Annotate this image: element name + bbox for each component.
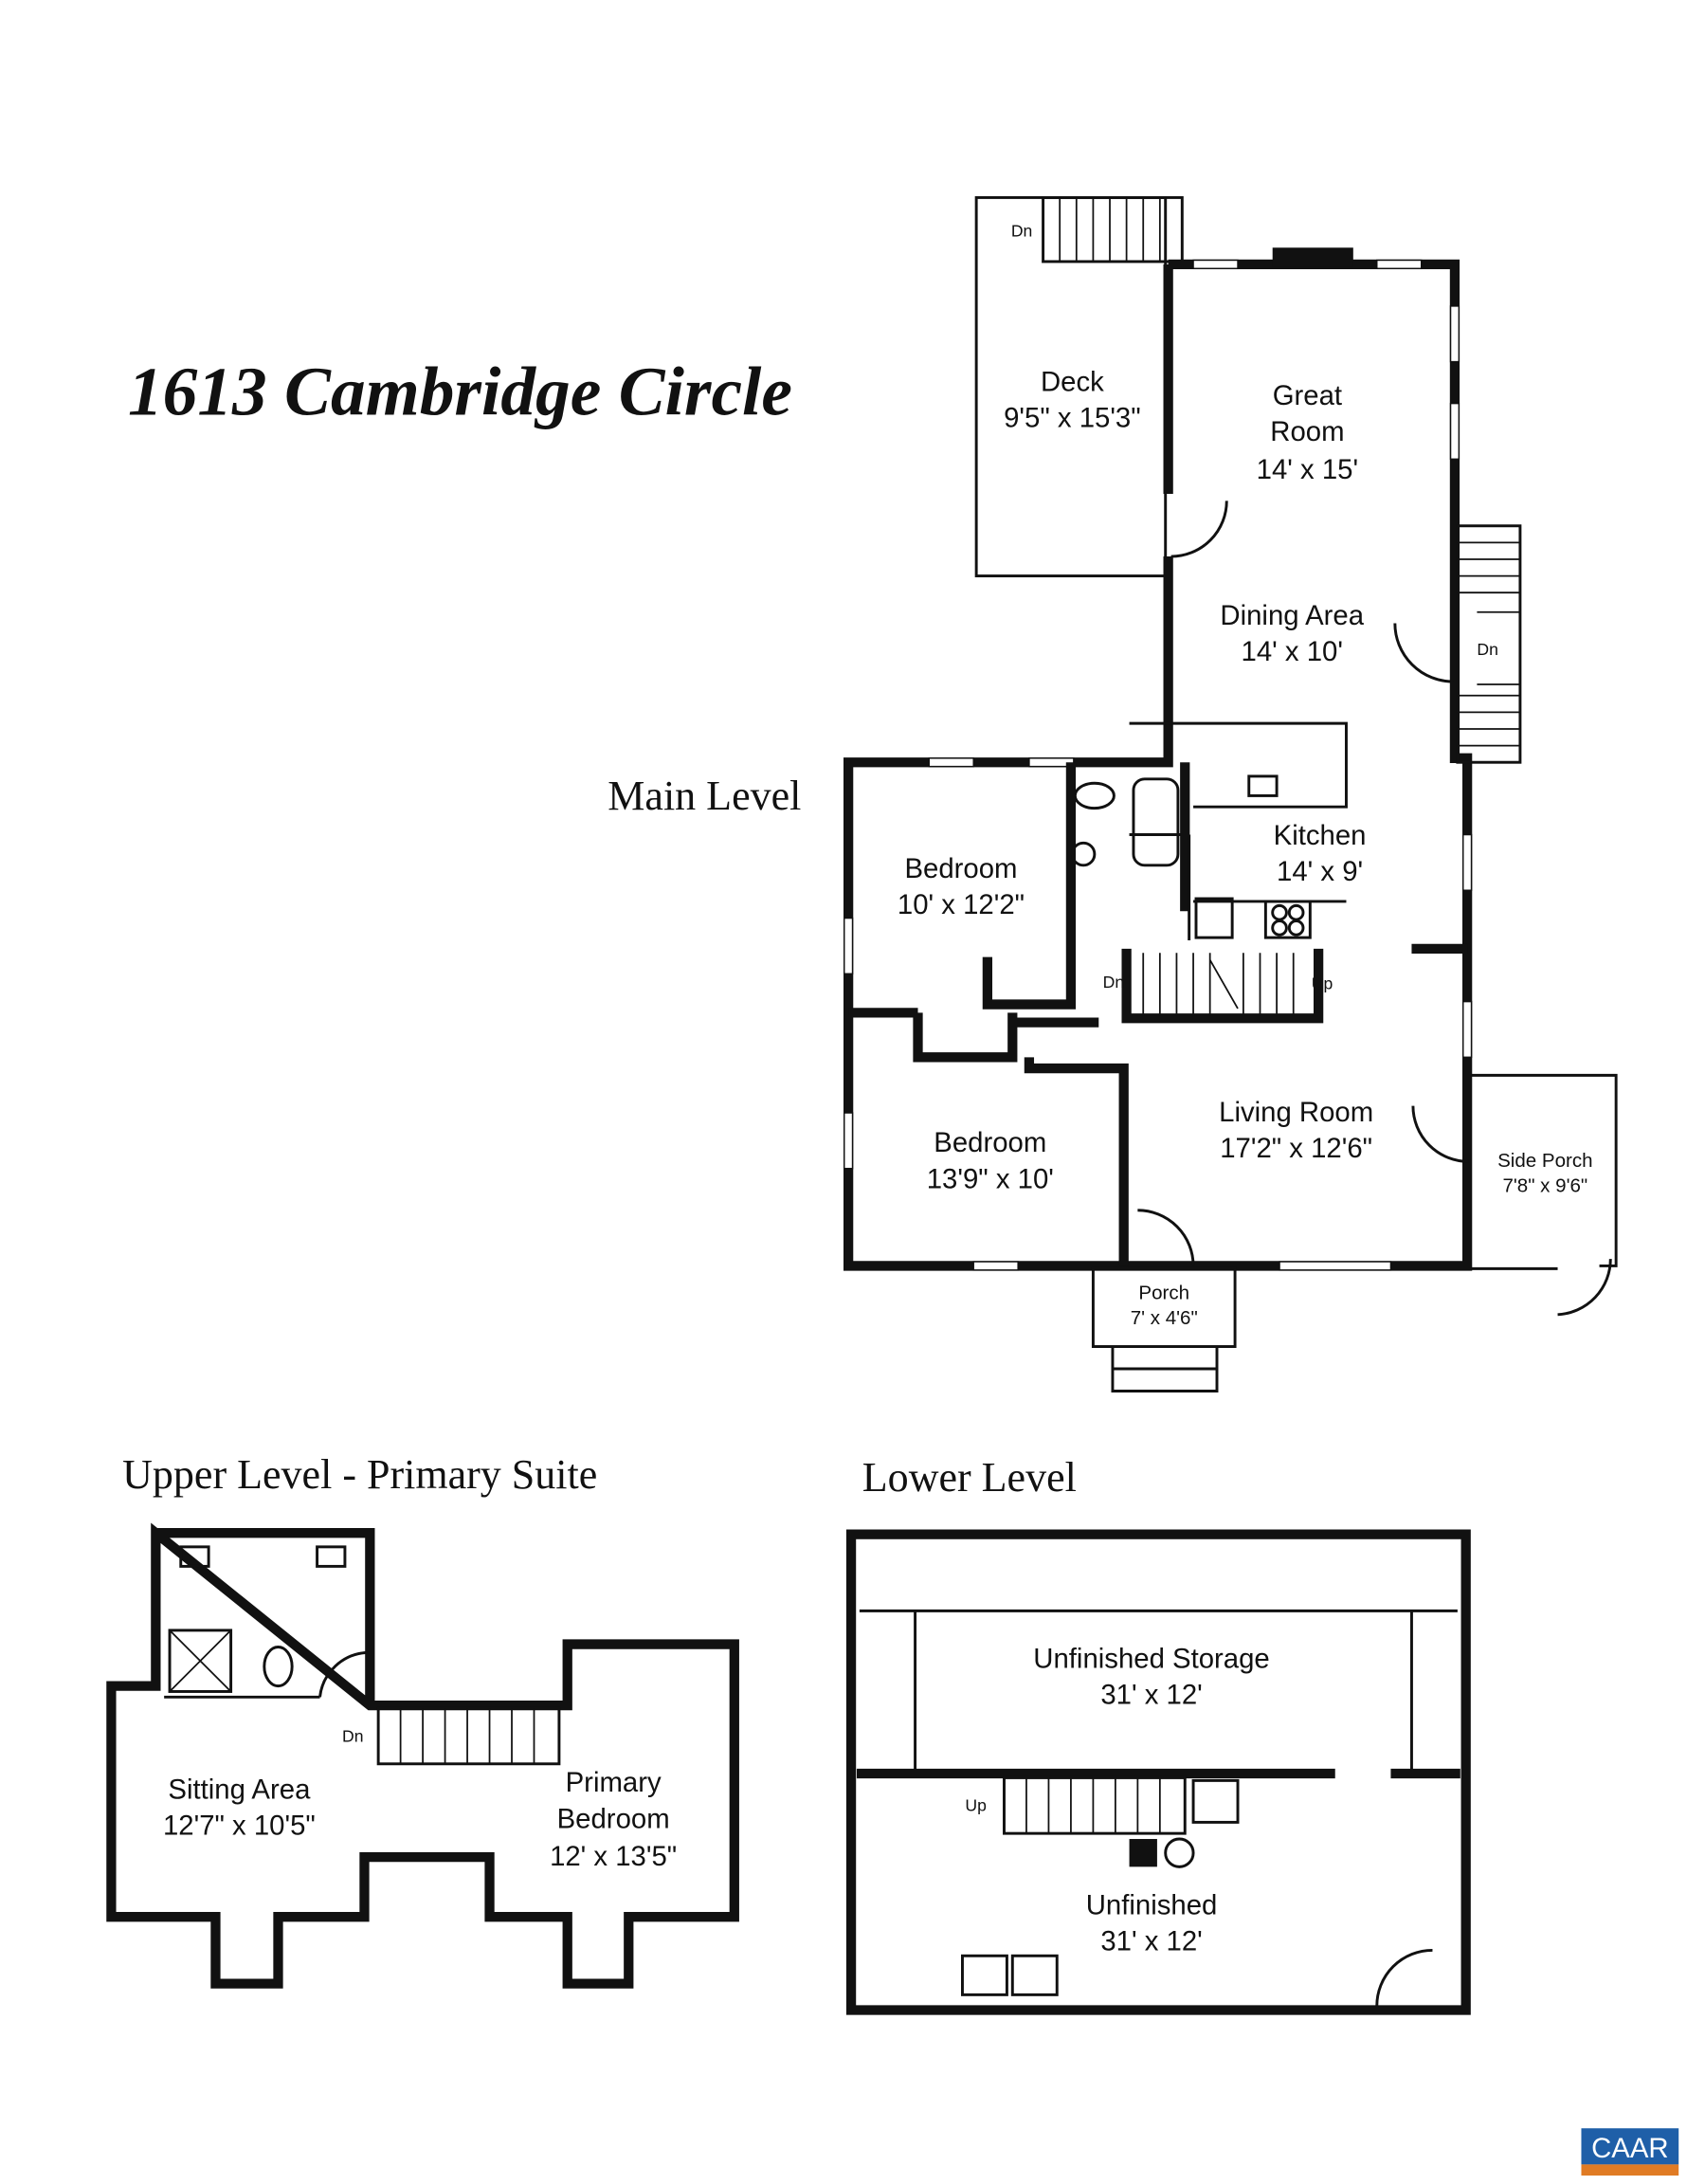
deck-stairs-label: Dn xyxy=(1011,222,1033,241)
upper-level-plan: Upper Level - Primary Suite Dn Sitting A… xyxy=(106,1451,739,1989)
inner-stairs xyxy=(1142,953,1295,1016)
upper-level-label: Upper Level - Primary Suite xyxy=(122,1451,597,1498)
upper-exterior-wall xyxy=(106,1522,739,1989)
side-stairs-label: Dn xyxy=(1477,640,1498,659)
porch-size: 7' x 4'6" xyxy=(1131,1307,1198,1329)
main-level-plan: Main Level Dn Dn xyxy=(608,195,1618,1392)
great-room-name-1: Great xyxy=(1273,380,1342,411)
lower-level-plan: Lower Level Up Unfinished Storage 31' x … xyxy=(845,1454,1471,2015)
bedroom-1-name: Bedroom xyxy=(904,853,1017,884)
storage-size: 31' x 12' xyxy=(1100,1680,1202,1711)
unfinished-size: 31' x 12' xyxy=(1100,1925,1202,1956)
bedroom-2-name: Bedroom xyxy=(934,1127,1046,1158)
sitting-area-name: Sitting Area xyxy=(168,1774,311,1805)
bedroom-2-size: 13'9" x 10' xyxy=(927,1163,1054,1194)
primary-bedroom-name-2: Bedroom xyxy=(557,1803,670,1834)
main-level-label: Main Level xyxy=(608,773,801,819)
primary-bedroom-name-1: Primary xyxy=(566,1767,662,1798)
dining-size: 14' x 10' xyxy=(1242,636,1343,667)
great-room-size: 14' x 15' xyxy=(1257,454,1358,485)
upper-stairs-label: Dn xyxy=(342,1726,363,1745)
great-room-name-2: Room xyxy=(1270,416,1344,447)
bedroom-1-size: 10' x 12'2" xyxy=(898,889,1025,920)
side-stairs xyxy=(1456,524,1522,764)
unfinished-name: Unfinished xyxy=(1086,1889,1218,1920)
side-porch-size: 7'8" x 9'6" xyxy=(1502,1175,1587,1197)
living-room-size: 17'2" x 12'6" xyxy=(1220,1133,1372,1164)
caar-logo-text: CAAR xyxy=(1591,2133,1668,2164)
deck-stairs xyxy=(1042,195,1184,264)
kitchen-name: Kitchen xyxy=(1274,820,1367,851)
porch-outline xyxy=(1091,1266,1237,1349)
deck-size: 9'5" x 15'3" xyxy=(1004,403,1141,434)
lower-exterior-wall xyxy=(845,1529,1471,2015)
property-title: 1613 Cambridge Circle xyxy=(128,353,792,429)
primary-bedroom-size: 12' x 13'5" xyxy=(550,1841,677,1872)
dining-name: Dining Area xyxy=(1220,600,1364,631)
inner-stairs-down-label: Dn xyxy=(1103,973,1125,992)
upper-stairs xyxy=(376,1706,561,1766)
porch-name: Porch xyxy=(1138,1283,1189,1304)
side-porch-name: Side Porch xyxy=(1497,1150,1592,1172)
deck-name: Deck xyxy=(1041,366,1104,397)
kitchen-size: 14' x 9' xyxy=(1277,856,1363,887)
sitting-area-size: 12'7" x 10'5" xyxy=(163,1811,316,1842)
side-porch-outline xyxy=(1471,1073,1618,1270)
inner-stairs-up-label: Up xyxy=(1312,974,1333,992)
lower-level-label: Lower Level xyxy=(862,1454,1077,1501)
storage-name: Unfinished Storage xyxy=(1033,1644,1269,1675)
lower-stairs-label: Up xyxy=(965,1796,987,1815)
living-room-name: Living Room xyxy=(1219,1097,1373,1128)
lower-stairs xyxy=(1003,1775,1187,1835)
caar-logo: CAAR xyxy=(1581,2128,1679,2176)
